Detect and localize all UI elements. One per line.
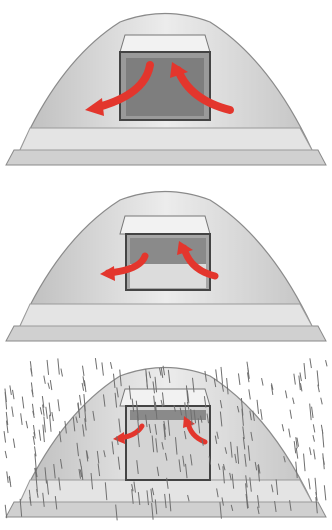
tent-skirt [20, 128, 312, 150]
raindrop [299, 376, 301, 391]
raindrop [95, 358, 97, 369]
raindrop [43, 425, 45, 442]
raindrop [13, 439, 15, 448]
tent-panel-half-open [0, 178, 332, 354]
raindrop [261, 409, 263, 420]
vent-flap [120, 216, 210, 234]
raindrop [13, 390, 15, 399]
raindrop [102, 362, 104, 375]
raindrop [80, 395, 82, 405]
raindrop [296, 448, 298, 459]
raindrop [282, 424, 284, 431]
raindrop [321, 398, 323, 405]
tent-panel-rain [0, 354, 332, 530]
raindrop [44, 417, 46, 433]
raindrop [304, 454, 306, 472]
raindrop [309, 478, 311, 489]
raindrop [40, 407, 42, 414]
vent-flap [120, 389, 210, 406]
raindrop [50, 380, 52, 390]
tent-illustration-half-open [0, 178, 332, 354]
raindrop [110, 362, 112, 369]
raindrop [324, 485, 326, 500]
raindrop [58, 399, 60, 411]
tent-floor [6, 150, 326, 165]
raindrop [52, 412, 54, 421]
raindrop [238, 373, 240, 384]
tent-skirt [20, 304, 312, 326]
raindrop [310, 447, 312, 455]
raindrop [314, 449, 316, 459]
raindrop [289, 429, 291, 438]
raindrop [4, 431, 6, 443]
raindrop [22, 397, 24, 409]
tent-panel-open [0, 0, 332, 178]
raindrop [46, 407, 48, 419]
raindrop [50, 415, 52, 432]
raindrop [82, 383, 84, 391]
raindrop [48, 383, 50, 389]
tent-illustration-open [0, 0, 332, 178]
raindrop [317, 370, 319, 386]
raindrop [49, 403, 51, 417]
raindrop [249, 389, 251, 399]
raindrop [44, 376, 46, 384]
raindrop [33, 436, 35, 445]
raindrop [293, 398, 295, 404]
raindrop [313, 424, 315, 432]
raindrop [47, 360, 49, 375]
tent-illustration-rain [0, 354, 332, 530]
raindrop [221, 367, 223, 384]
raindrop [300, 383, 302, 391]
raindrop [12, 407, 14, 417]
raindrop [21, 413, 23, 425]
raindrop [82, 366, 84, 376]
raindrop [300, 372, 302, 381]
raindrop [285, 391, 287, 399]
raindrop [58, 358, 60, 374]
raindrop [294, 374, 296, 385]
raindrop [310, 358, 312, 368]
raindrop [10, 385, 12, 395]
raindrop [304, 363, 306, 379]
vent-flap [120, 35, 210, 52]
raindrop [61, 369, 63, 377]
raindrop [7, 471, 8, 482]
raindrop [312, 407, 314, 418]
tent-skirt [20, 480, 312, 502]
raindrop [26, 421, 28, 428]
raindrop [5, 451, 7, 458]
raindrop [262, 378, 264, 385]
raindrop [39, 430, 41, 441]
raindrop [310, 404, 312, 421]
raindrop [326, 360, 328, 366]
raindrop [257, 400, 259, 414]
tent-floor [6, 326, 326, 341]
raindrop [313, 435, 315, 441]
raindrop [294, 441, 296, 453]
raindrop [290, 410, 292, 419]
